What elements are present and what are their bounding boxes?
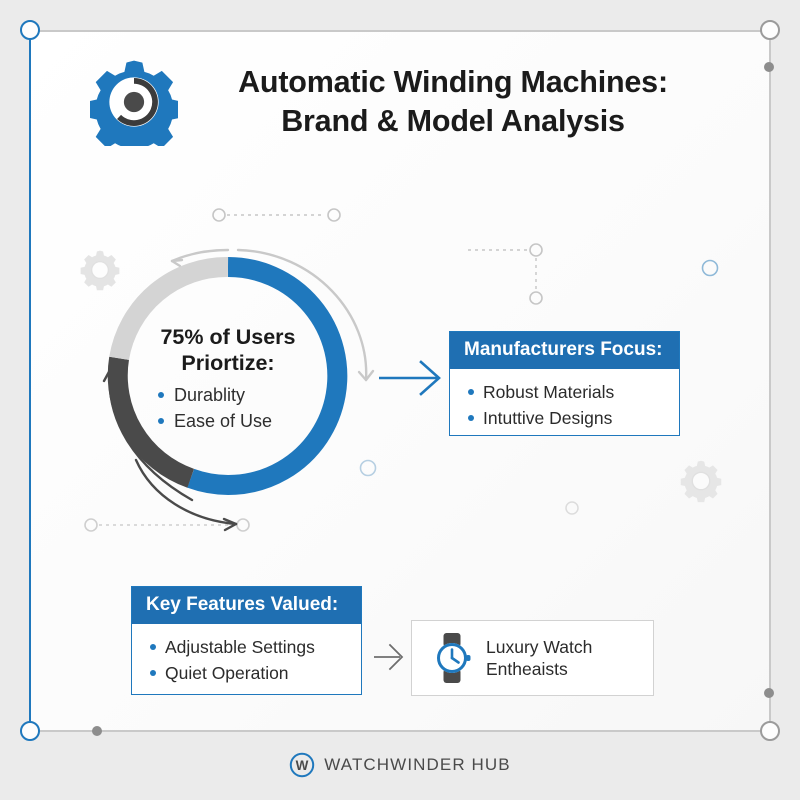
- donut-headline: 75% of Users Priortize:: [130, 324, 326, 376]
- frame-dot-right-bottom: [764, 688, 774, 698]
- page-title-line-2: Brand & Model Analysis: [281, 104, 625, 138]
- persona-label-line-2: Entheaists: [486, 659, 568, 679]
- manufacturers-focus-body: Robust Materials Intuttive Designs: [450, 369, 679, 444]
- footer-brand-text: WATCHWINDER HUB: [324, 755, 511, 774]
- donut-chart-svg: [107, 256, 348, 495]
- key-features-heading: Key Features Valued:: [132, 587, 361, 624]
- frame-line-top: [30, 30, 770, 32]
- decorative-gear-icon-left: [80, 250, 120, 291]
- donut-headline-line-2: Priortize:: [181, 351, 275, 376]
- list-item: Ease of Use: [158, 409, 326, 435]
- page-title-line-1: Automatic Winding Machines:: [238, 64, 668, 99]
- frame-dot-bottom-left: [92, 726, 102, 736]
- frame-line-left: [29, 30, 31, 732]
- corner-node-bottom-left: [20, 721, 40, 741]
- frame-dot-right-top: [764, 62, 774, 72]
- frame-line-bottom: [30, 730, 770, 732]
- list-item: Intuttive Designs: [464, 405, 665, 431]
- gear-icon: [90, 60, 178, 146]
- page-title: Automatic Winding Machines: Brand & Mode…: [196, 63, 710, 141]
- manufacturers-focus-list: Robust Materials Intuttive Designs: [464, 379, 665, 432]
- donut-center-label: 75% of Users Priortize: Durablity Ease o…: [130, 324, 326, 435]
- persona-label: Luxury Watch Entheaists: [486, 636, 592, 681]
- donut-segment-light: [109, 256, 229, 361]
- list-item: Adjustable Settings: [146, 634, 347, 660]
- watchwinder-hub-logo-letter: W: [296, 758, 309, 773]
- corner-node-bottom-right: [760, 721, 780, 741]
- key-features-body: Adjustable Settings Quiet Operation: [132, 624, 361, 699]
- donut-chart: 75% of Users Priortize: Durablity Ease o…: [104, 252, 352, 500]
- header: Automatic Winding Machines: Brand & Mode…: [90, 58, 710, 146]
- donut-headline-line-1: 75% of Users: [160, 325, 296, 349]
- key-features-list: Adjustable Settings Quiet Operation: [146, 634, 347, 687]
- footer: W WATCHWINDER HUB: [0, 752, 800, 778]
- donut-segment-blue: [187, 256, 348, 495]
- manufacturers-focus-box[interactable]: Manufacturers Focus: Robust Materials In…: [449, 331, 680, 436]
- corner-node-top-left: [20, 20, 40, 40]
- persona-box[interactable]: Luxury Watch Entheaists: [411, 620, 654, 696]
- list-item: Quiet Operation: [146, 660, 347, 686]
- decorative-gear-icon-right: [680, 460, 722, 503]
- manufacturers-focus-heading: Manufacturers Focus:: [450, 332, 679, 369]
- list-item: Durablity: [158, 383, 326, 409]
- list-item: Robust Materials: [464, 379, 665, 405]
- corner-node-top-right: [760, 20, 780, 40]
- donut-segment-dark: [107, 356, 195, 488]
- persona-label-line-1: Luxury Watch: [486, 636, 593, 657]
- watch-icon: [437, 633, 471, 683]
- donut-item-list: Durablity Ease of Use: [130, 383, 326, 434]
- frame-line-right: [769, 30, 771, 732]
- key-features-box[interactable]: Key Features Valued: Adjustable Settings…: [131, 586, 362, 695]
- watchwinder-hub-logo-icon: W: [290, 752, 315, 778]
